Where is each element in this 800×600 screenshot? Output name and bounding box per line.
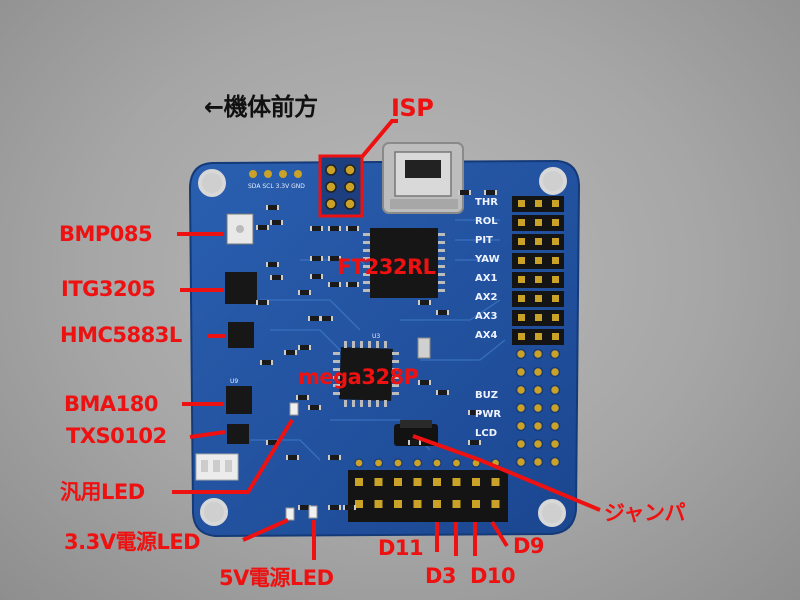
rc-pin-label: AX3	[475, 311, 498, 322]
rc-pin-label: PIT	[475, 235, 493, 246]
mount-hole	[200, 498, 228, 526]
rc-pin-label: AX4	[475, 330, 498, 341]
d3-label: D3	[425, 564, 457, 588]
smd-components	[256, 190, 497, 510]
rc-pin-label: THR	[475, 197, 498, 208]
txs0102-chip	[227, 424, 249, 444]
crystal	[417, 337, 431, 359]
chip-u9-label: U9	[230, 378, 238, 385]
mega328p-label: mega328P	[298, 365, 419, 389]
bma180-sensor	[226, 386, 252, 414]
itg3205-label: ITG3205	[61, 277, 156, 301]
led-3v3	[285, 507, 295, 521]
d10-label: D10	[470, 564, 516, 588]
led-5v-label: 5V電源LED	[219, 566, 334, 590]
ft232rl-label: FT232RL	[337, 255, 436, 279]
hmc5883l-label: HMC5883L	[60, 323, 182, 347]
front-direction-label: ←機体前方	[204, 93, 318, 121]
chip-u3-label: U3	[372, 333, 380, 340]
jumper-label: ジャンパ	[604, 501, 685, 525]
led-5v	[308, 505, 318, 519]
general-led-label: 汎用LED	[60, 480, 145, 504]
aux-pin-label: LCD	[475, 428, 498, 439]
rc-pin-label: AX1	[475, 273, 498, 284]
hmc5883l-sensor	[228, 322, 254, 348]
mega328p-chip	[333, 341, 399, 407]
rc-pin-label: ROL	[475, 216, 498, 227]
proto-holes	[515, 348, 561, 468]
txs0102-label: TXS0102	[66, 424, 167, 448]
led-3v3-label: 3.3V電源LED	[64, 530, 201, 554]
rc-pin-label: AX2	[475, 292, 498, 303]
led-general	[289, 402, 299, 416]
ft232rl-chip	[363, 228, 445, 298]
i2c-header	[249, 170, 302, 178]
bma180-label: BMA180	[64, 392, 159, 416]
annotation-lines	[172, 119, 601, 560]
usb-connector	[382, 142, 464, 214]
isp-label: ISP	[391, 94, 434, 122]
mount-hole	[538, 499, 566, 527]
isp-header	[321, 157, 361, 215]
d9-label: D9	[513, 534, 545, 558]
mount-hole	[539, 167, 567, 195]
mount-hole	[198, 169, 226, 197]
d11-label: D11	[378, 536, 424, 560]
i2c-header-label: SDA SCL 3.3V GND	[248, 183, 305, 190]
aux-pin-label: PWR	[475, 409, 502, 420]
rc-pin-label: YAW	[475, 254, 500, 265]
rc-pin-header	[512, 196, 564, 345]
itg3205-sensor	[225, 272, 257, 304]
bmp085-label: BMP085	[59, 222, 153, 246]
pcb-board: SDA SCL 3.3V GND	[188, 142, 581, 538]
aux-pin-label: BUZ	[475, 390, 498, 401]
